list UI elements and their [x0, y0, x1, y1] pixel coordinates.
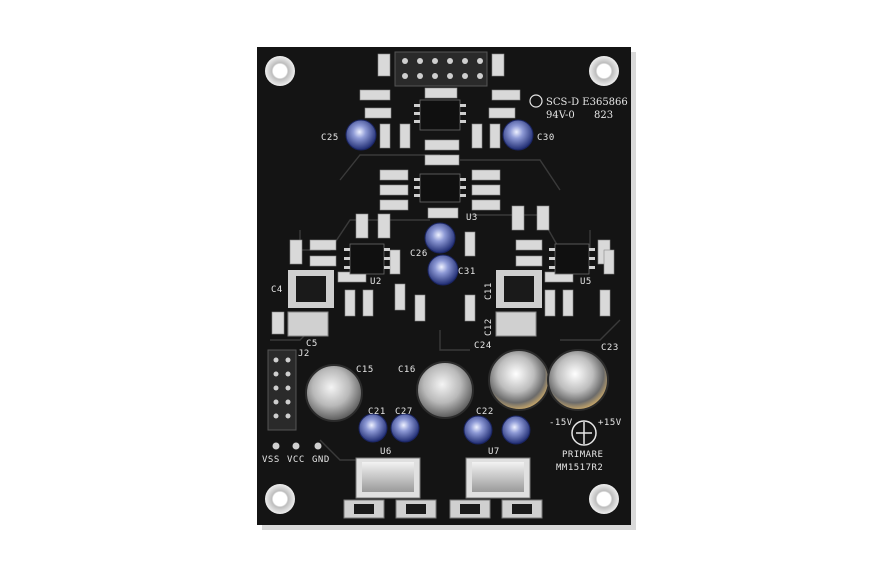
- label-c31: C31: [458, 267, 476, 277]
- rail-neg-label: -15V: [549, 418, 573, 428]
- ic-chips: [349, 99, 590, 275]
- label-c25: C25: [321, 133, 339, 143]
- label-c26: C26: [410, 249, 428, 259]
- marking-code: 823: [594, 110, 613, 121]
- pin-gnd-label: GND: [312, 455, 330, 465]
- marking-flame: 94V-0: [546, 110, 575, 121]
- model-label: MM1517R2: [556, 463, 603, 473]
- blue-capacitors: [345, 119, 534, 445]
- bottom-pads: [343, 499, 543, 519]
- label-u5: U5: [580, 277, 592, 287]
- label-u7: U7: [488, 447, 500, 457]
- power-pads: [272, 442, 322, 450]
- brand-label: PRIMARE: [562, 450, 603, 460]
- large-capacitors: [305, 349, 609, 422]
- primare-logo-icon: [571, 420, 597, 446]
- label-c5: C5: [306, 339, 318, 349]
- pin-header-top: [394, 51, 488, 87]
- pin-vss-label: VSS: [262, 455, 280, 465]
- label-c30: C30: [537, 133, 555, 143]
- label-u2: U2: [370, 277, 382, 287]
- ul-logo-icon: [529, 94, 543, 108]
- smd-components: [271, 53, 615, 335]
- power-inductors: [287, 270, 542, 337]
- pin-vcc-label: VCC: [287, 455, 305, 465]
- label-j2: J2: [298, 349, 310, 359]
- label-c23: C23: [601, 343, 619, 353]
- label-c15: C15: [356, 365, 374, 375]
- label-c27: C27: [395, 407, 413, 417]
- ic-pins: [344, 104, 595, 269]
- label-c21: C21: [368, 407, 386, 417]
- voltage-regulators: [355, 457, 531, 499]
- marking-top: SCS-D E365866: [546, 97, 628, 108]
- label-c22: C22: [476, 407, 494, 417]
- label-c11: C11: [484, 282, 494, 300]
- pin-header-j2: [267, 349, 297, 431]
- label-u3: U3: [466, 213, 478, 223]
- mounting-holes: [265, 56, 619, 514]
- label-c24: C24: [474, 341, 492, 351]
- label-c16: C16: [398, 365, 416, 375]
- label-c12: C12: [484, 318, 494, 336]
- label-u6: U6: [380, 447, 392, 457]
- silkscreen: SCS-D E365866 94V-0 823 C25 C30 U3 C26 C…: [262, 97, 628, 473]
- label-c4: C4: [271, 285, 283, 295]
- rail-pos-label: +15V: [598, 418, 622, 428]
